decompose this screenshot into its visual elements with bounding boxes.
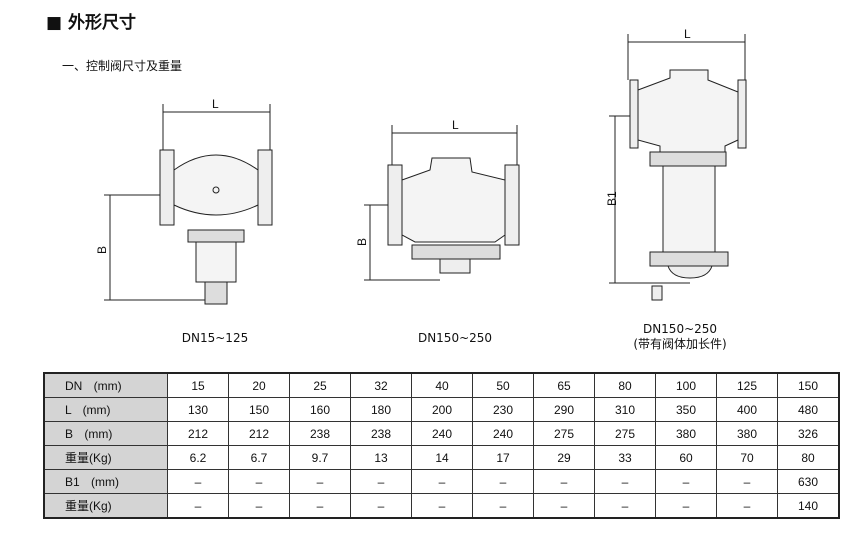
dim-label-l-1: L xyxy=(212,97,219,111)
table-cell: 150 xyxy=(228,397,290,422)
valve-drawings: L B L B L B1 xyxy=(95,27,747,305)
table-cell: 275 xyxy=(533,421,595,446)
table-cell: – xyxy=(594,469,656,494)
table-cell: 212 xyxy=(167,421,229,446)
table-row: B1 (mm)––––––––––630 xyxy=(43,469,840,494)
row-header: DN (mm) xyxy=(43,372,168,398)
table-cell: 350 xyxy=(655,397,717,422)
table-cell: – xyxy=(594,493,656,519)
table-cell: 400 xyxy=(716,397,778,422)
dim-label-b-2: B xyxy=(355,238,369,246)
table-cell: 80 xyxy=(777,445,840,470)
table-cell: 50 xyxy=(472,372,534,398)
table-cell: 9.7 xyxy=(289,445,351,470)
table-cell: – xyxy=(350,469,412,494)
table-cell: 240 xyxy=(472,421,534,446)
table-cell: 13 xyxy=(350,445,412,470)
dim-label-l-3: L xyxy=(684,27,691,41)
table-cell: 238 xyxy=(289,421,351,446)
valve-drawing-extended: L B1 xyxy=(605,27,747,301)
table-cell: – xyxy=(228,493,290,519)
table-cell: 25 xyxy=(289,372,351,398)
table-cell: 380 xyxy=(655,421,717,446)
table-cell: 33 xyxy=(594,445,656,470)
table-cell: 29 xyxy=(533,445,595,470)
table-cell: 17 xyxy=(472,445,534,470)
table-cell: 326 xyxy=(777,421,840,446)
table-cell: – xyxy=(167,469,229,494)
table-cell: – xyxy=(716,469,778,494)
table-cell: 630 xyxy=(777,469,840,494)
table-cell: 40 xyxy=(411,372,473,398)
table-cell: 212 xyxy=(228,421,290,446)
table-cell: 70 xyxy=(716,445,778,470)
table-cell: – xyxy=(350,493,412,519)
caption-line-2: (带有阀体加长件) xyxy=(633,337,727,351)
table-cell: – xyxy=(411,469,473,494)
table-cell: 65 xyxy=(533,372,595,398)
table-cell: 125 xyxy=(716,372,778,398)
dim-label-b1-3: B1 xyxy=(605,191,619,206)
table-cell: 380 xyxy=(716,421,778,446)
table-cell: – xyxy=(228,469,290,494)
caption-dn150-250: DN150~250 xyxy=(417,331,493,345)
table-cell: 180 xyxy=(350,397,412,422)
valve-drawing-small: L B xyxy=(95,97,273,305)
table-cell: 140 xyxy=(777,493,840,519)
table-cell: 130 xyxy=(167,397,229,422)
caption-dn150-250-extended: DN150~250 (带有阀体加长件) xyxy=(620,322,740,352)
table-cell: – xyxy=(289,469,351,494)
table-cell: 238 xyxy=(350,421,412,446)
table-cell: 6.2 xyxy=(167,445,229,470)
table-cell: – xyxy=(411,493,473,519)
table-cell: – xyxy=(533,493,595,519)
dim-label-b-1: B xyxy=(95,246,109,254)
table-cell: – xyxy=(472,493,534,519)
table-cell: – xyxy=(533,469,595,494)
table-cell: 230 xyxy=(472,397,534,422)
table-cell: 310 xyxy=(594,397,656,422)
table-cell: 480 xyxy=(777,397,840,422)
table-cell: 14 xyxy=(411,445,473,470)
table-cell: – xyxy=(716,493,778,519)
table-cell: 150 xyxy=(777,372,840,398)
table-cell: 290 xyxy=(533,397,595,422)
table-cell: – xyxy=(655,469,717,494)
caption-line-1: DN150~250 xyxy=(642,322,718,336)
table-cell: 20 xyxy=(228,372,290,398)
table-cell: 100 xyxy=(655,372,717,398)
row-header: 重量(Kg) xyxy=(43,445,168,470)
table-cell: 160 xyxy=(289,397,351,422)
table-cell: 240 xyxy=(411,421,473,446)
row-header: L (mm) xyxy=(43,397,168,422)
table-cell: – xyxy=(472,469,534,494)
table-cell: 275 xyxy=(594,421,656,446)
table-cell: – xyxy=(167,493,229,519)
table-cell: 200 xyxy=(411,397,473,422)
row-header: B (mm) xyxy=(43,421,168,446)
table-cell: – xyxy=(655,493,717,519)
table-cell: 32 xyxy=(350,372,412,398)
caption-dn15-125: DN15~125 xyxy=(181,331,249,345)
valve-drawing-large: L B xyxy=(355,118,520,281)
table-row: 重量(Kg)––––––––––140 xyxy=(43,493,840,519)
table-cell: 60 xyxy=(655,445,717,470)
row-header: B1 (mm) xyxy=(43,469,168,494)
section-title: ■ 外形尺寸 xyxy=(46,13,136,33)
row-header: 重量(Kg) xyxy=(43,493,168,519)
table-cell: 6.7 xyxy=(228,445,290,470)
subtitle: 一、控制阀尺寸及重量 xyxy=(62,59,183,73)
table-cell: 80 xyxy=(594,372,656,398)
table-cell: – xyxy=(289,493,351,519)
dim-label-l-2: L xyxy=(452,118,459,132)
table-cell: 15 xyxy=(167,372,229,398)
